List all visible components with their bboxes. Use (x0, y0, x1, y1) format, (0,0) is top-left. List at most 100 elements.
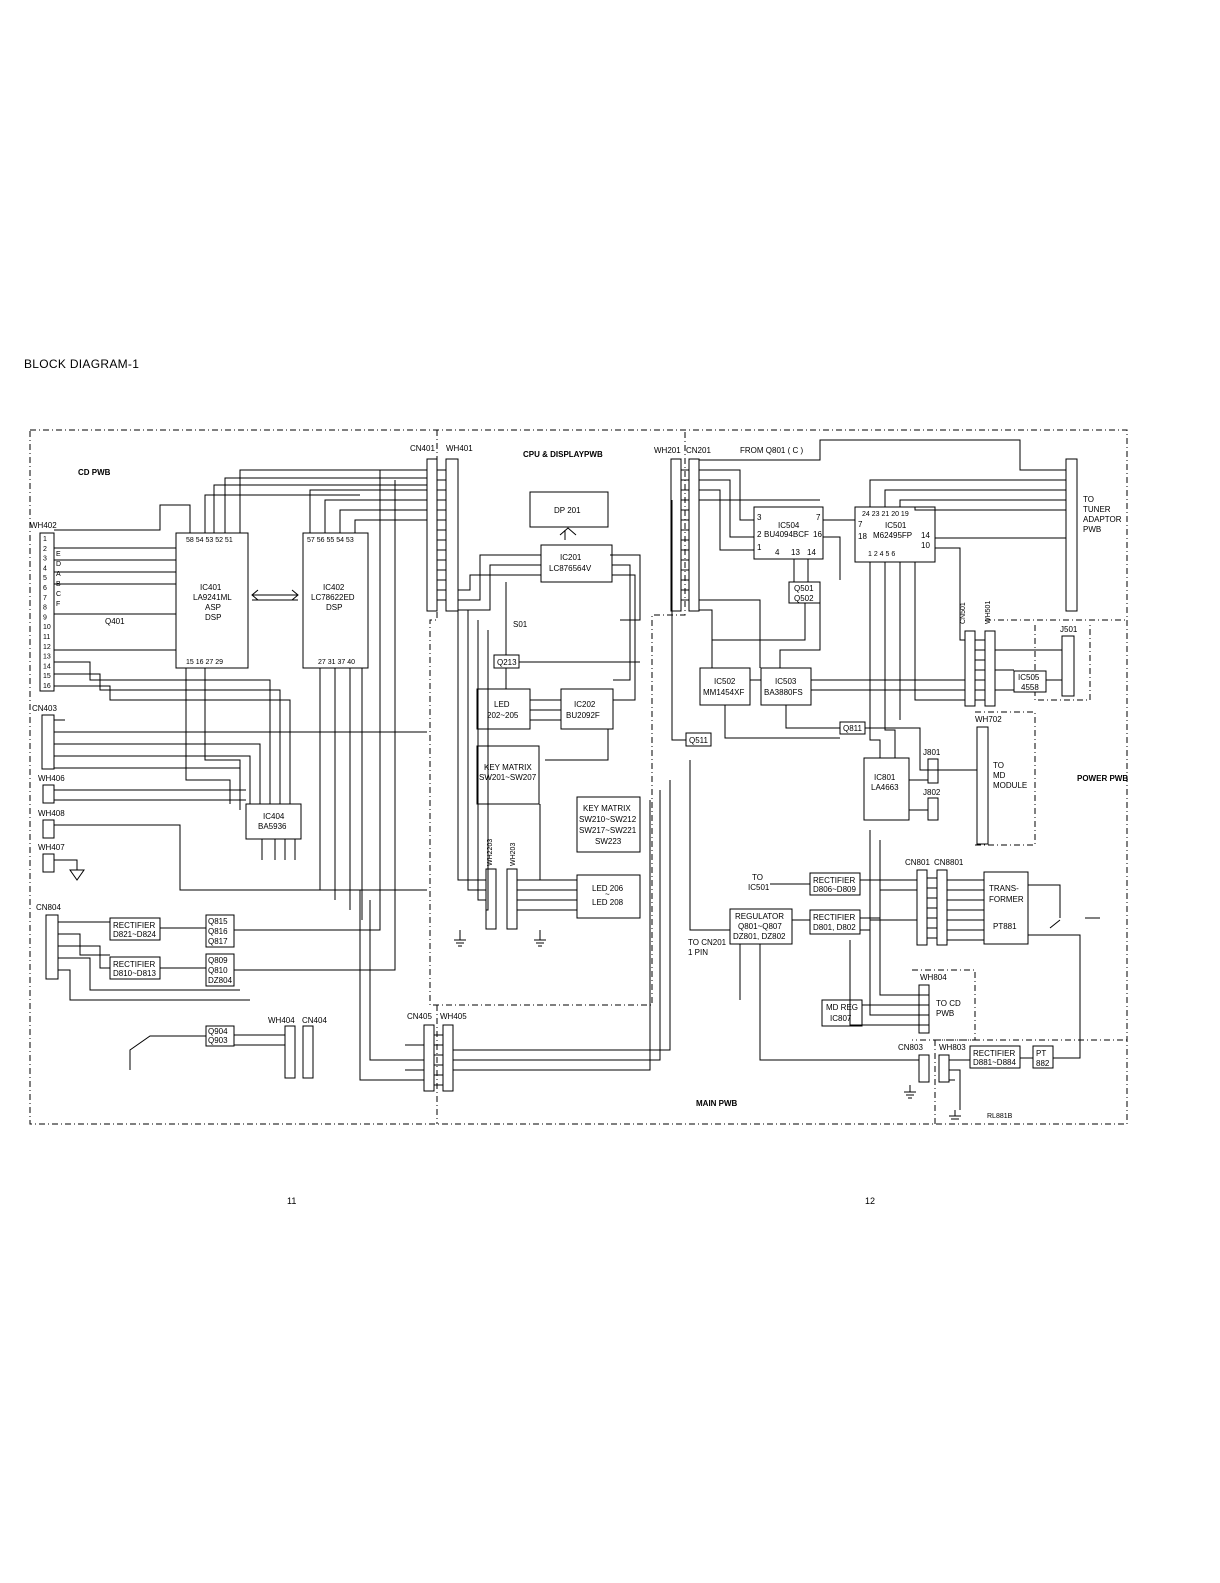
q501-block: Q501 Q502 (788, 581, 821, 604)
svg-text:1: 1 (757, 543, 762, 552)
cn405-connector (423, 1024, 435, 1092)
svg-text:10: 10 (921, 541, 930, 550)
wh702-connector (976, 726, 989, 845)
svg-text:LA4663: LA4663 (871, 783, 899, 792)
wh405-label: WH405 (440, 1012, 467, 1021)
svg-text:IC505: IC505 (1018, 673, 1040, 682)
wh406-label: WH406 (38, 774, 65, 783)
wh402-signal: C (56, 591, 61, 598)
to-ic501-1: TO (752, 873, 763, 882)
svg-text:M62495FP: M62495FP (873, 531, 912, 540)
svg-text:SW217~SW221: SW217~SW221 (579, 826, 637, 835)
ic505-block: IC505 4558 (1013, 670, 1047, 693)
to-md-2: MD (993, 771, 1006, 780)
svg-text:LED 208: LED 208 (592, 898, 624, 907)
svg-text:1 2 4 5 6: 1 2 4 5 6 (868, 551, 895, 558)
wh402-label: WH402 (30, 521, 57, 530)
svg-text:Q810: Q810 (208, 966, 228, 975)
svg-text:882: 882 (1036, 1059, 1050, 1068)
wh804-connector (918, 984, 930, 1034)
wh402-pin: 15 (43, 673, 51, 680)
wh402-signal: A (56, 571, 61, 578)
pt882-block: PT 882 (1032, 1045, 1054, 1069)
cn404-connector (302, 1025, 314, 1079)
cn803-connector (918, 1054, 930, 1083)
cn403-label: CN403 (32, 704, 57, 713)
svg-text:IC503: IC503 (775, 677, 797, 686)
svg-text:BU2092F: BU2092F (566, 711, 600, 720)
ic404-block: IC404 BA5936 (245, 803, 302, 840)
svg-text:Q502: Q502 (794, 594, 814, 603)
svg-text:IC801: IC801 (874, 773, 896, 782)
svg-text:IC201: IC201 (560, 553, 582, 562)
cn801-label: CN801 (905, 858, 930, 867)
svg-text:KEY MATRIX: KEY MATRIX (583, 804, 631, 813)
svg-text:LA9241ML: LA9241ML (193, 593, 232, 602)
svg-text:LED 206: LED 206 (592, 884, 624, 893)
ic502-block: IC502 MM1454XF (699, 667, 751, 706)
svg-text:LC876564V: LC876564V (549, 564, 592, 573)
svg-text:IC202: IC202 (574, 700, 596, 709)
svg-text:BA3880FS: BA3880FS (764, 688, 803, 697)
page-number-left: 11 (287, 1196, 297, 1206)
wh408-connector (42, 819, 55, 839)
led202-block: LED 202~205 (476, 688, 531, 730)
svg-text:BU4094BCF: BU4094BCF (764, 530, 809, 539)
to-tuner-1: TO (1083, 495, 1094, 504)
from-q801-label: FROM Q801 ( C ) (740, 446, 803, 455)
wh402-pin: 5 (43, 575, 47, 582)
svg-text:16: 16 (813, 530, 822, 539)
svg-text:DSP: DSP (205, 613, 221, 622)
q401-label: Q401 (105, 617, 125, 626)
q213-block: Q213 (493, 654, 520, 669)
cn804-connector (45, 914, 59, 980)
cn8801-connector (936, 869, 948, 946)
cn405-label: CN405 (407, 1012, 432, 1021)
wh402-pin: 6 (43, 585, 47, 592)
wh408-label: WH408 (38, 809, 65, 818)
svg-text:IC501: IC501 (885, 521, 907, 530)
wh407-connector (42, 853, 55, 873)
svg-text:D881~D884: D881~D884 (973, 1058, 1016, 1067)
svg-text:RECTIFIER: RECTIFIER (813, 876, 855, 885)
svg-text:REGULATOR: REGULATOR (735, 912, 784, 921)
cn201-connector (688, 458, 700, 612)
cd-pwb-label: CD PWB (78, 468, 111, 477)
wh402-pin: 2 (43, 546, 47, 553)
cn401-label: CN401 (410, 444, 435, 453)
power-boundary-bottom (934, 1039, 1127, 1124)
cn201-label: CN201 (686, 446, 711, 455)
transformer-block: TRANS- FORMER PT881 (983, 871, 1029, 945)
svg-text:14: 14 (921, 531, 930, 540)
svg-text:IC401: IC401 (200, 583, 222, 592)
svg-text:D821~D824: D821~D824 (113, 930, 156, 939)
svg-text:57 56 55 54 53: 57 56 55 54 53 (307, 537, 354, 544)
rect806-block: RECTIFIER D806~D809 (809, 872, 861, 896)
wh402-pin: 4 (43, 565, 47, 572)
svg-text:14: 14 (807, 548, 816, 557)
svg-text:KEY MATRIX: KEY MATRIX (484, 763, 532, 772)
cn401-connector (426, 458, 438, 612)
to-cd-1: TO CD (936, 999, 961, 1008)
svg-text:RECTIFIER: RECTIFIER (973, 1049, 1015, 1058)
wh401-label: WH401 (446, 444, 473, 453)
wh402-signal: E (56, 551, 61, 558)
wh405-connector (442, 1024, 454, 1092)
cn8801-label: CN8801 (934, 858, 964, 867)
to-md-3: MODULE (993, 781, 1027, 790)
ic504-block: 3 7 2 BU4094BCF 16 1 4 13 14 IC504 (753, 506, 824, 560)
wh803-label: WH803 (939, 1043, 966, 1052)
q811-block: Q811 (839, 721, 866, 735)
wh804-label: WH804 (920, 973, 947, 982)
wh402-pin: 12 (43, 644, 51, 651)
wh501-connector (984, 630, 996, 707)
cn801-connector (916, 869, 928, 946)
svg-text:BA5936: BA5936 (258, 822, 287, 831)
rect821-block: RECTIFIER D821~D824 (109, 917, 161, 941)
mdreg-block: MD REG IC807 (821, 999, 863, 1027)
wh401-connector (445, 458, 459, 612)
svg-text:DP 201: DP 201 (554, 506, 581, 515)
led206-block: LED 206 ~ LED 208 (576, 874, 641, 919)
to-tuner-3: ADAPTOR (1083, 515, 1122, 524)
